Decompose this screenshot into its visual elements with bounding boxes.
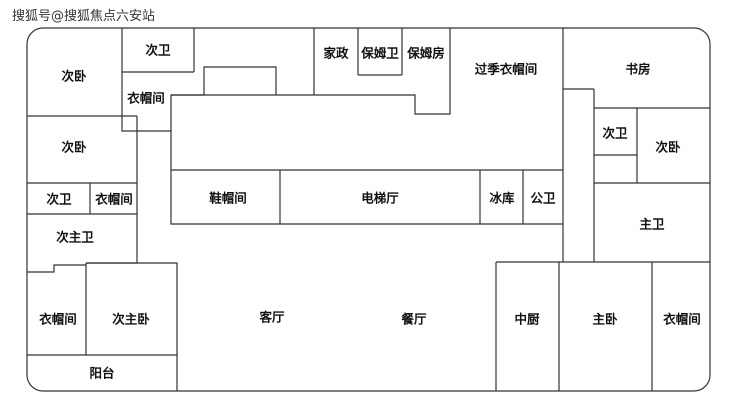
room-label-baomuwei: 保姆卫 (360, 46, 399, 61)
outer-wall (26, 27, 711, 392)
room-label-ciwo-top: 次卧 (61, 69, 87, 84)
room-label-yimaojian-bl: 衣帽间 (39, 312, 77, 327)
watermark-text: 搜狐号@搜狐焦点六安站 (12, 9, 156, 24)
room-label-gongwei: 公卫 (530, 191, 556, 206)
wall (170, 66, 277, 131)
room-label-baomufang: 保姆房 (406, 46, 445, 61)
room-label-diantiting: 电梯厅 (361, 191, 399, 206)
wall (593, 89, 710, 109)
room-label-zhuwo: 主卧 (592, 312, 618, 327)
room-label-ciwei-left: 次卫 (46, 192, 72, 207)
room-label-guojiyimaojian: 过季衣帽间 (475, 62, 538, 77)
room-label-yimaojian-br: 衣帽间 (663, 312, 701, 327)
room-label-zhongchu: 中厨 (514, 312, 540, 327)
room-label-ciwo-left: 次卧 (61, 140, 87, 155)
room-label-shufang: 书房 (625, 62, 650, 77)
room-label-bingku: 冰库 (489, 191, 515, 206)
room-label-ciwei-top: 次卫 (145, 43, 171, 58)
room-label-ciwo-right: 次卧 (655, 140, 681, 155)
room-label-xiemaojian: 鞋帽间 (209, 191, 247, 206)
room-label-cizhuwo: 次主卧 (112, 312, 150, 327)
wall (86, 262, 178, 391)
room-label-keting: 客厅 (258, 310, 285, 325)
room-label-yimaojian-left: 衣帽间 (95, 192, 133, 207)
room-label-jiazheng: 家政 (323, 46, 349, 61)
wall (121, 116, 171, 132)
room-label-yangtai: 阳台 (89, 366, 114, 381)
wall (171, 28, 451, 115)
wall (27, 264, 86, 273)
room-label-ciwei-right: 次卫 (602, 126, 628, 141)
room-label-cizhuwei: 次主卫 (56, 230, 94, 245)
room-label-zhuwei: 主卫 (639, 217, 665, 232)
room-label-canting: 餐厅 (400, 312, 427, 327)
room-label-yimaojian-top: 衣帽间 (127, 91, 165, 106)
